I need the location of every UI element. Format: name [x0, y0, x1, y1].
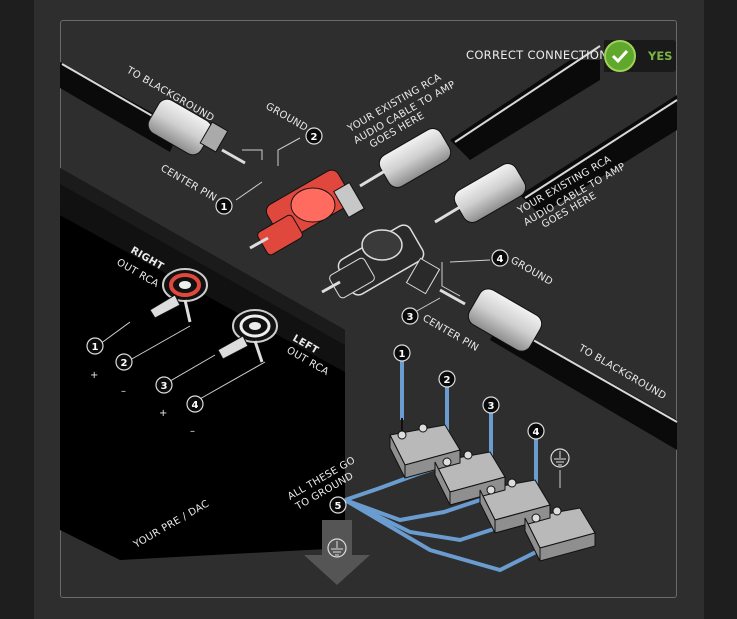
badge-1-wire: 1	[393, 344, 411, 362]
red-t-adapter	[249, 169, 365, 256]
checkmark-icon	[604, 40, 636, 72]
label-center-pin-top: CENTER PIN	[159, 163, 219, 204]
status-yes-text: YES	[648, 49, 673, 63]
pointer-lines	[99, 137, 561, 488]
label-minus-2: –	[190, 426, 195, 437]
svg-text:3: 3	[488, 401, 495, 412]
label-plus-1: +	[90, 370, 99, 381]
svg-text:1: 1	[92, 342, 99, 353]
svg-text:5: 5	[335, 501, 342, 512]
svg-text:3: 3	[161, 381, 168, 392]
ground-symbol-icon	[550, 448, 570, 468]
label-ground-top: GROUND	[264, 101, 310, 134]
label-ground-right: GROUND	[509, 255, 555, 288]
white-t-adapter	[321, 224, 441, 299]
badge-1-panel: 1	[86, 337, 104, 355]
svg-text:3: 3	[407, 312, 414, 323]
svg-text:4: 4	[497, 254, 504, 265]
cable-bottom-right	[439, 288, 678, 450]
svg-text:2: 2	[311, 132, 318, 143]
badge-4-wire: 4	[527, 422, 545, 440]
svg-text:4: 4	[533, 427, 540, 438]
badge-2-top: 2	[305, 127, 323, 145]
badge-3-panel: 3	[155, 376, 173, 394]
left-out-jack	[217, 309, 278, 363]
badge-4-right: 4	[491, 249, 509, 267]
badge-3-wire: 3	[482, 396, 500, 414]
svg-text:2: 2	[444, 375, 451, 386]
badge-2-wire: 2	[438, 370, 456, 388]
cable-top-left	[60, 62, 246, 165]
ground-arrow-icon	[304, 520, 370, 585]
right-out-jack	[149, 268, 208, 323]
label-minus-1: –	[121, 386, 126, 397]
badge-2-panel: 2	[115, 353, 133, 371]
label-plus-2: +	[159, 408, 168, 419]
number-badges: 2 1 4 3 1 2 3 4 1 2 3 4 5	[86, 127, 545, 514]
cable-mid-right	[434, 95, 678, 224]
correct-connection-label: CORRECT CONNECTION	[466, 48, 609, 62]
badge-1-top: 1	[215, 197, 233, 215]
svg-text:2: 2	[121, 358, 128, 369]
svg-text:1: 1	[399, 349, 406, 360]
badge-4-panel: 4	[186, 395, 204, 413]
ground-wiring	[343, 360, 596, 573]
cable-top-right	[359, 45, 601, 188]
svg-text:1: 1	[221, 202, 228, 213]
badge-3-right: 3	[401, 307, 419, 325]
badge-5-wire: 5	[329, 496, 347, 514]
svg-text:4: 4	[192, 400, 199, 411]
